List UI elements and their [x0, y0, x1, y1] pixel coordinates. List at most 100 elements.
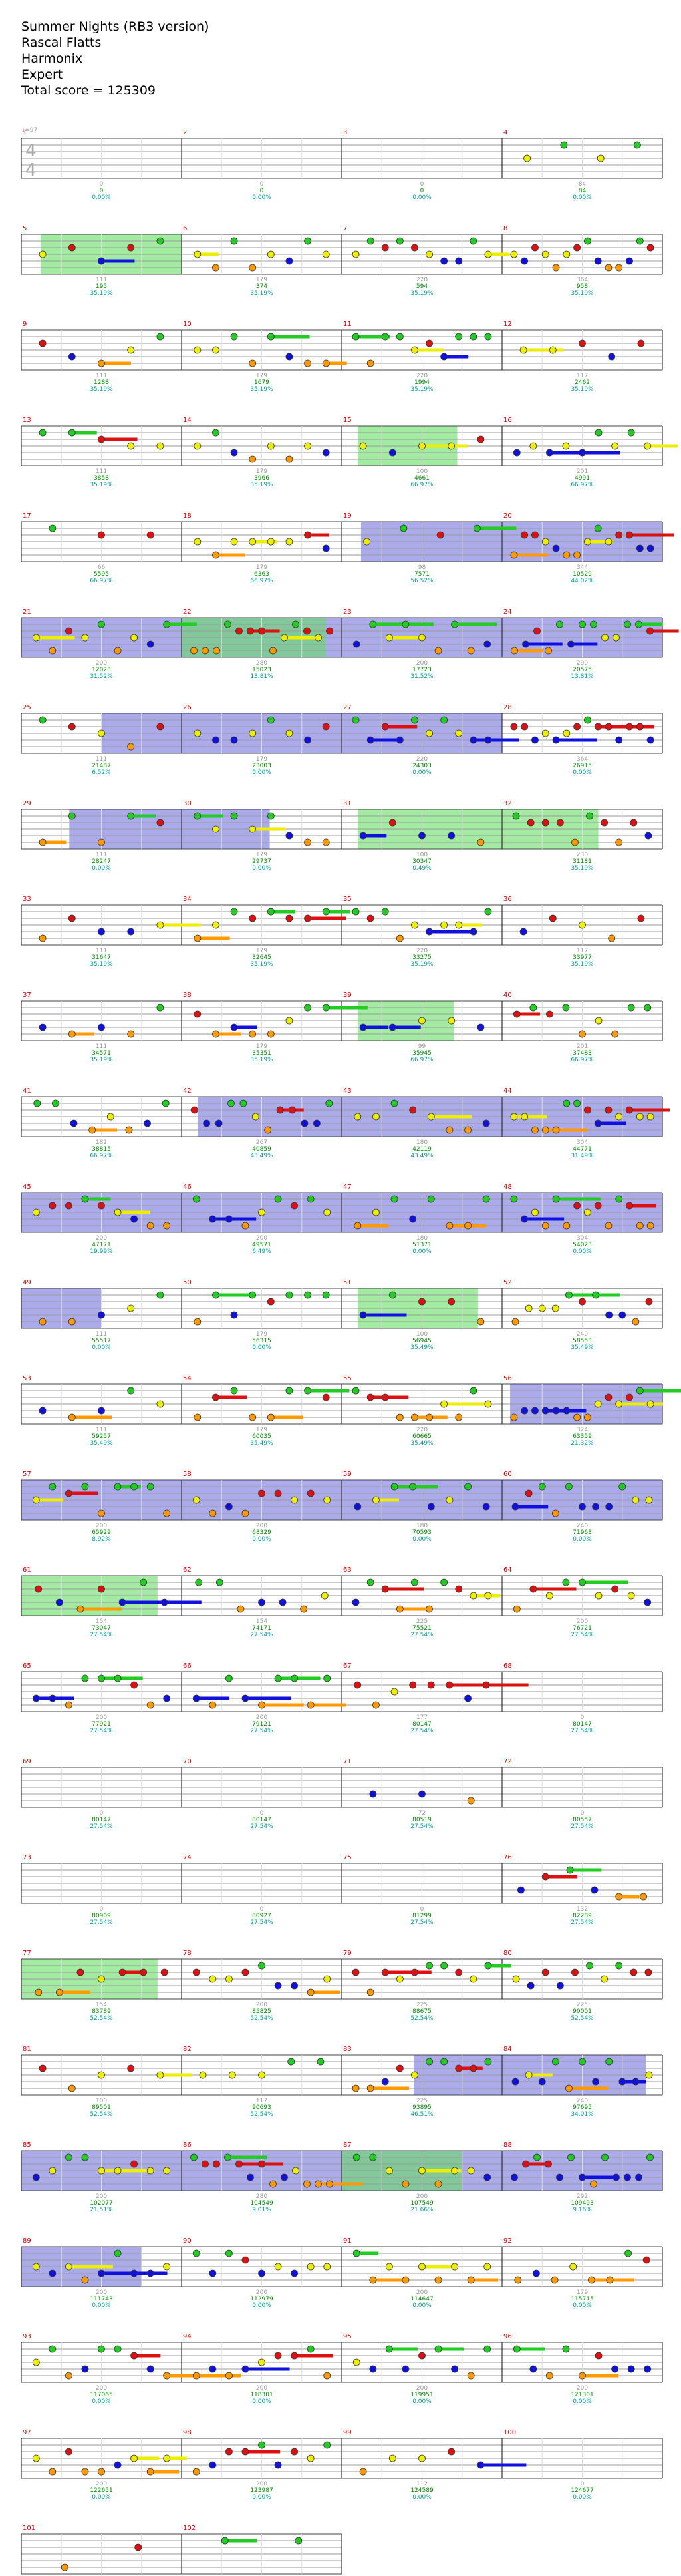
note-gem [144, 1119, 151, 1127]
note-gem [81, 634, 89, 642]
note-gem [130, 2269, 138, 2277]
note-gem [563, 729, 571, 737]
note-gem [68, 1030, 76, 1038]
note-gem [225, 1674, 233, 1682]
note-gem [322, 544, 330, 552]
measure-note-count: 240 [577, 1331, 588, 1338]
note-gem [522, 640, 529, 648]
measure-score: 123987 [250, 2487, 273, 2494]
measure-score: 958 [577, 283, 588, 290]
measure-number: 6 [183, 225, 187, 232]
song-title: Summer Nights (RB3 version) [21, 19, 209, 34]
measure-percent: 21.32% [571, 1440, 594, 1447]
note-gem [615, 1962, 623, 1970]
measure-note-count: 225 [416, 2098, 428, 2104]
sustain-tail [525, 2162, 551, 2166]
note-gem [32, 2263, 40, 2271]
measure-percent: 35.19% [410, 386, 434, 393]
note-gem [130, 1681, 138, 1689]
note-gem [267, 812, 275, 820]
measure-score: 114647 [410, 2296, 433, 2302]
note-gem [230, 1387, 238, 1395]
sustain-tail [311, 1703, 346, 1707]
note-gem [304, 1004, 311, 1012]
measure-note-count: 111 [96, 277, 107, 283]
note-gem [285, 353, 293, 361]
note-gem [267, 908, 275, 916]
measure-percent: 35.19% [250, 482, 273, 488]
note-gem [646, 1222, 654, 1230]
note-gem [573, 551, 581, 559]
note-gem [448, 442, 456, 450]
note-gem [484, 736, 492, 744]
note-gem [579, 1298, 586, 1306]
note-gem [354, 1681, 362, 1689]
note-gem [579, 449, 586, 457]
measure-note-count: 154 [256, 1618, 267, 1625]
measure-number: 47 [343, 1183, 352, 1191]
note-gem [563, 1407, 571, 1415]
note-gem [551, 2276, 559, 2284]
note-gem [285, 832, 293, 840]
note-gem [98, 620, 105, 628]
note-gem [409, 1681, 417, 1689]
measure-number: 54 [183, 1375, 192, 1382]
note-gem [292, 2167, 299, 2175]
sustain-tail [101, 1676, 127, 1680]
measure-note-count: 200 [416, 2385, 428, 2392]
note-gem [366, 1578, 374, 1586]
note-gem [426, 1413, 433, 1421]
note-gem [418, 832, 426, 840]
measure-number: 26 [183, 704, 192, 711]
note-gem [49, 2167, 57, 2175]
measure-number: 19 [343, 512, 352, 520]
measure-percent: 0.00% [92, 2302, 111, 2309]
note-gem [601, 1975, 609, 1983]
note-gem [512, 812, 520, 820]
measure-note-count: 344 [577, 564, 588, 571]
note-gem [551, 1509, 559, 1517]
note-gem [455, 333, 463, 341]
measure-number: 85 [23, 2141, 31, 2149]
note-gem [531, 1208, 539, 1216]
sustain-tail [533, 1587, 577, 1591]
note-gem [418, 1017, 426, 1025]
note-gem [304, 1291, 311, 1299]
note-gem [274, 2263, 282, 2271]
sustain-tail [245, 1696, 291, 1700]
note-gem [533, 627, 541, 635]
note-gem [212, 825, 219, 833]
note-gem [525, 1489, 533, 1497]
note-gem [304, 359, 311, 367]
measure-percent: 27.54% [571, 1919, 594, 1926]
note-gem [372, 1701, 380, 1709]
measure-percent: 35.49% [410, 1440, 434, 1447]
sustain-tail [101, 437, 138, 441]
note-gem [513, 2345, 521, 2353]
note-gem [483, 640, 491, 648]
note-gem [426, 1605, 433, 1613]
note-gem [98, 2345, 105, 2353]
measure-score: 117065 [90, 2392, 112, 2398]
measure-percent: 0.00% [412, 2302, 432, 2309]
measure-percent: 9.16% [573, 2207, 592, 2213]
note-gem [541, 1873, 549, 1881]
measure-note-count: 111 [96, 1043, 107, 1050]
note-gem [446, 1222, 454, 1230]
measure-percent: 52.54% [250, 2111, 273, 2117]
note-gem [230, 1311, 238, 1319]
sustain-tail [326, 361, 347, 365]
note-gem [35, 1585, 43, 1593]
measure-number: 63 [343, 1566, 352, 1574]
note-gem [594, 257, 602, 265]
note-gem [326, 2180, 333, 2188]
staff-row [21, 2246, 663, 2287]
note-gem [645, 2071, 653, 2079]
note-gem [39, 2064, 47, 2072]
note-gem [426, 2058, 433, 2066]
note-gem [521, 531, 529, 539]
note-gem [163, 2263, 171, 2271]
note-gem [551, 2058, 559, 2066]
sustain-tail [372, 2278, 403, 2282]
measure-note-count: 290 [577, 660, 588, 667]
